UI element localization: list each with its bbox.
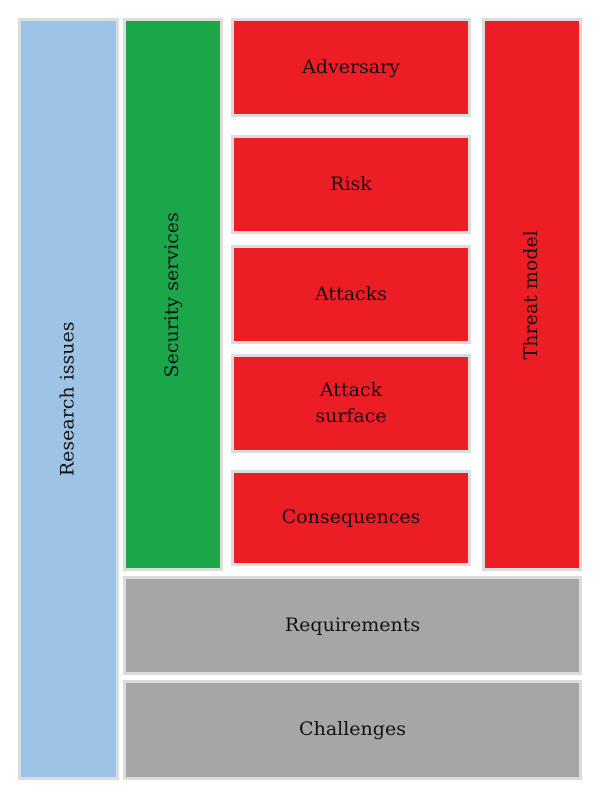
requirements-block: Requirements — [123, 576, 582, 675]
challenges-label: Challenges — [299, 718, 406, 741]
attacks-label: Attacks — [315, 282, 387, 305]
research-issues-label: Research issues — [56, 321, 79, 477]
threat-model-label: Threat model — [520, 229, 543, 360]
security-services-label: Security services — [161, 211, 184, 378]
risk-label: Risk — [330, 172, 372, 195]
challenges-block: Challenges — [123, 680, 582, 780]
attack-surface-label: Attack surface — [315, 378, 387, 427]
attack-surface-block: Attack surface — [231, 354, 471, 453]
attacks-block: Attacks — [231, 245, 471, 344]
consequences-block: Consequences — [231, 470, 471, 566]
research-issues-block: Research issues — [18, 18, 119, 780]
adversary-label: Adversary — [302, 55, 400, 78]
risk-block: Risk — [231, 135, 471, 234]
threat-model-block: Threat model — [482, 18, 582, 571]
requirements-label: Requirements — [284, 613, 421, 636]
adversary-block: Adversary — [231, 18, 471, 117]
consequences-label: Consequences — [281, 506, 421, 529]
security-services-block: Security services — [123, 18, 223, 571]
